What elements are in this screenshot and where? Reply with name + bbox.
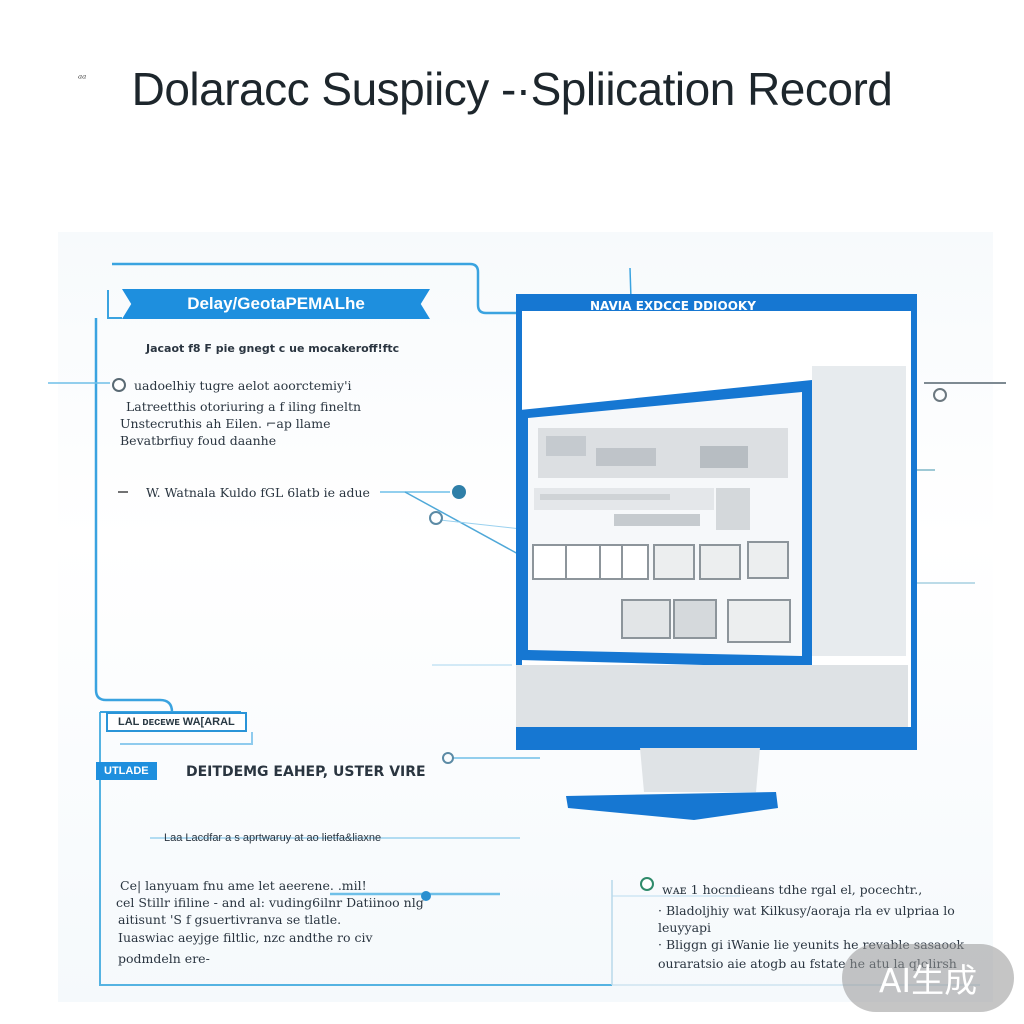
- info-bullet-icon: [112, 378, 126, 392]
- left-box-subtitle: Jacaot f8 F pie gnegt c ue mocakeroff!ft…: [146, 342, 400, 355]
- lower-para-line: podmdeln ere-: [118, 951, 210, 966]
- check-bullet-icon: [640, 877, 654, 891]
- lower-left-connector-note: Laa Lacdfar a s aprtwaruy at ao lietfa&l…: [164, 832, 382, 844]
- lower-left-outline-tag: LAL ᴅᴇᴄᴇᴡᴇ WA[ARAL: [106, 712, 247, 732]
- left-para-line: uadoelhiy tugre aelot aoorctemiy'i: [134, 378, 352, 393]
- right-note-line: ᴡᴀᴇ 1 hocndieans tdhe rgal el, pocechtr.…: [662, 882, 923, 897]
- right-note-line: · Bladoljhiy wat Kilkusy/aoraja rla ev u…: [658, 903, 955, 918]
- right-note-line: leuyyapi: [658, 920, 712, 935]
- left-para-line: Bevatbrfiuy foud daanhe: [120, 433, 277, 448]
- lower-para-line: Ce| lanyuam fnu ame let aeerene. .mil!: [120, 878, 367, 893]
- left-box-note: W. Watnala Kuldo fGL 6latb ie adue: [146, 485, 370, 500]
- left-box-ribbon: Delay/GeotaPEMALhe: [122, 289, 430, 319]
- monitor-header: NAVIA EXDCCE DDIOOKY: [590, 299, 756, 313]
- page-title: Dolaracc Suspiicy -·Spliication Record: [131, 63, 893, 115]
- lower-para-line: aitisunt 'S f gsuertivranva se tlatle.: [118, 912, 342, 927]
- ai-generated-badge: AI生成: [842, 944, 1014, 1012]
- title-mark: ᵃᵃ: [78, 72, 87, 85]
- monitor-illustration: [516, 294, 917, 820]
- left-para-line: Unstecruthis ah Eilen. ⌐ap llame: [120, 416, 331, 431]
- left-para-line: Latreetthis otoriuring a f iling fineltn: [126, 399, 362, 414]
- lower-para-line: cel Stillr ifiline - and al: vuding6ilnr…: [116, 895, 424, 910]
- lower-para-line: Iuaswiac aeyjge filtlic, nzc andthe ro c…: [118, 930, 373, 945]
- lower-left-small-tag: UTLADE: [96, 762, 157, 780]
- lower-left-heading: DEITDEMG EAHEP, USTER VIRE: [186, 764, 426, 780]
